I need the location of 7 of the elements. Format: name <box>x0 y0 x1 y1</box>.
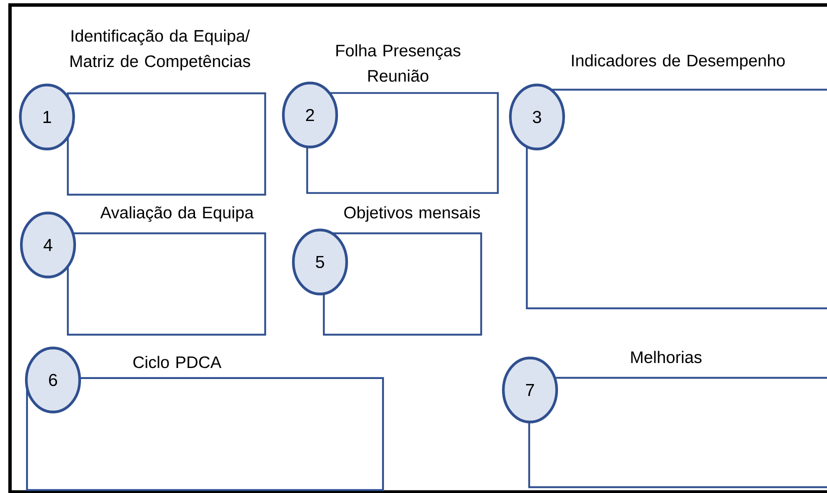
panel-title: Ciclo PDCA <box>133 356 222 368</box>
panel-title: Identificação da Equipa/ Matriz de Competências <box>70 30 250 70</box>
panel-title: Indicadores de Desempenho <box>572 54 785 70</box>
panel-title: Melhorias <box>631 350 702 364</box>
panel-title: Objetivos mensais <box>344 206 480 222</box>
panel-title: Folha Presenças Reunião <box>336 44 460 82</box>
panel-title: Avaliação da Equipa <box>100 206 254 222</box>
